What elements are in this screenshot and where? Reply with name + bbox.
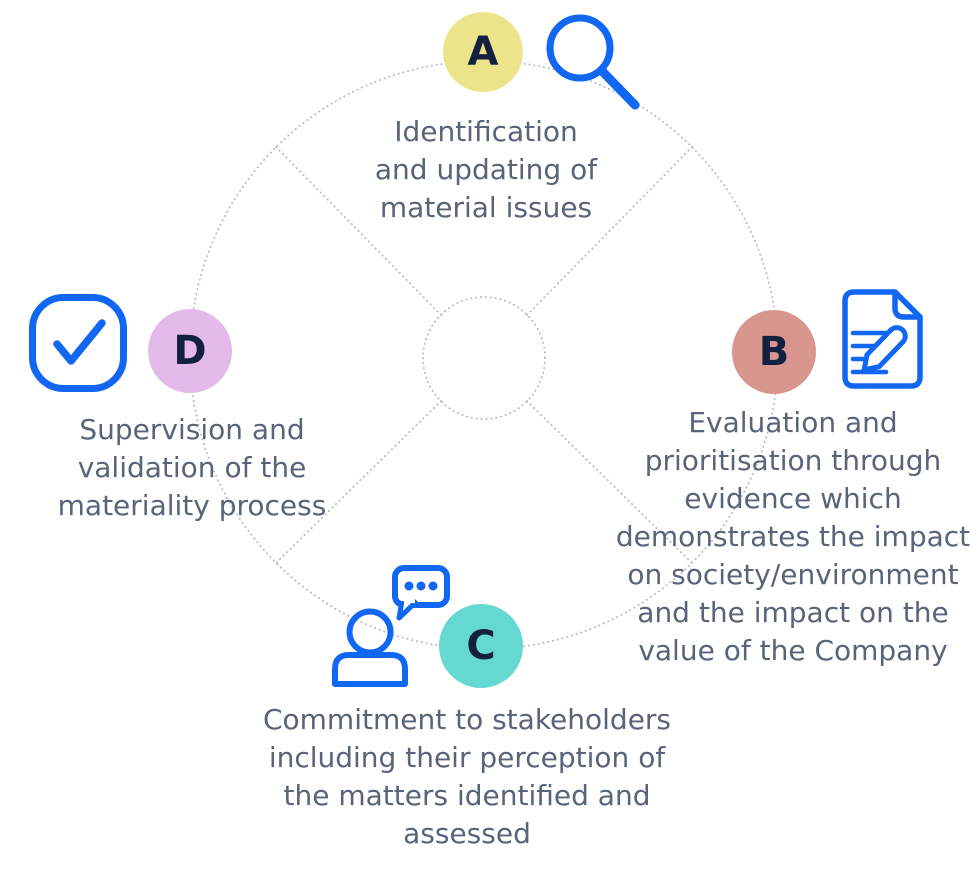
- magnifier-icon: [543, 11, 643, 111]
- step-letter-a: A: [467, 29, 499, 75]
- diagonal-line-nw: [275, 146, 442, 316]
- inner-dotted-circle: [422, 296, 546, 420]
- document-pen-icon: [840, 288, 925, 390]
- step-badge-d: D: [148, 309, 232, 393]
- diagonal-line-ne: [526, 146, 693, 316]
- diagonal-line-se: [526, 400, 693, 564]
- step-letter-b: B: [758, 329, 790, 375]
- check-icon: [27, 292, 129, 394]
- step-letter-d: D: [173, 328, 207, 374]
- diagonal-line-sw: [275, 400, 442, 564]
- step-badge-c: C: [439, 604, 523, 688]
- person-chat-icon: [328, 556, 458, 688]
- step-label-a: Identification and updating of material …: [374, 115, 598, 224]
- step-badge-a: A: [443, 12, 523, 92]
- step-badge-b: B: [732, 310, 816, 394]
- step-label-d: Supervision and validation of the materi…: [57, 413, 327, 522]
- step-letter-c: C: [466, 623, 496, 669]
- step-label-b: Evaluation and prioritisation through ev…: [615, 406, 971, 667]
- step-label-c: Commitment to stakeholders including the…: [262, 703, 672, 850]
